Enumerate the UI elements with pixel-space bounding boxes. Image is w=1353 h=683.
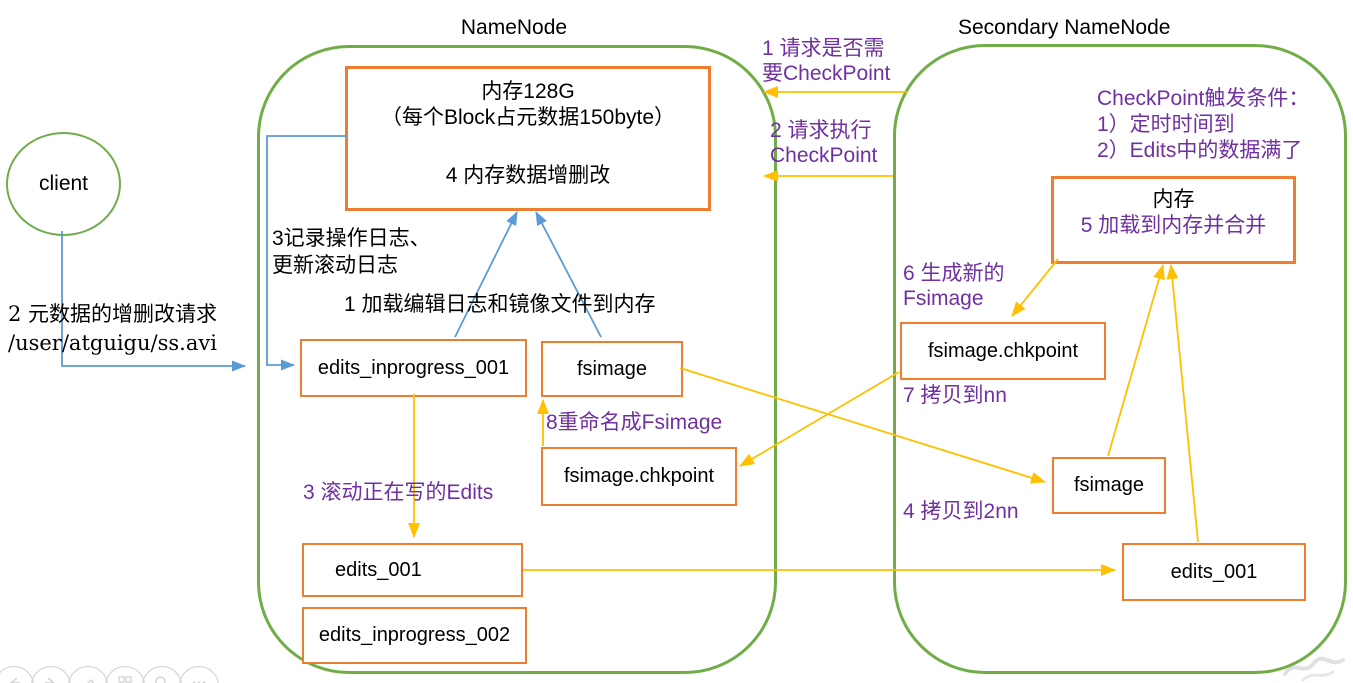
annotation-step2-execute-checkpoint: 2 请求执行 CheckPoint xyxy=(770,119,878,167)
annotation-load-to-memory: 1 加载编辑日志和镜像文件到内存 xyxy=(344,293,656,316)
generate-new-fsimage-arrow xyxy=(1011,258,1059,317)
annotation-record-log: 3记录操作日志、 更新滚动日志 xyxy=(272,227,431,277)
annotation-roll-edits: 3 滚动正在写的Edits xyxy=(303,481,494,504)
client-metadata-request-arrow xyxy=(61,231,246,372)
nn-edits-inprogress-002-box: edits_inprogress_002 xyxy=(302,607,527,664)
nn-fsimage-box: fsimage xyxy=(541,341,683,397)
client-node: client xyxy=(6,132,121,236)
secondary-namenode-title: Secondary NameNode xyxy=(958,16,1171,39)
more-dots-icon xyxy=(192,681,206,683)
annotation-step1-request-checkpoint: 1 请求是否需 要CheckPoint xyxy=(762,37,891,85)
snn-memory-line2: 5 加载到内存并合并 xyxy=(1080,214,1267,237)
nn-memory-line3: 4 内存数据增删改 xyxy=(445,164,611,187)
annotation-checkpoint-conditions: CheckPoint触发条件： 1）定时时间到 2）Edits中的数据满了 xyxy=(1097,87,1310,162)
load-snn-edits-to-memory-arrow xyxy=(1166,264,1199,543)
nn-memory-line2: （每个Block占元数据150byte） xyxy=(380,106,676,129)
zoom-icon xyxy=(155,676,166,683)
annotation-generate-fsimage: 6 生成新的 Fsimage xyxy=(903,262,1005,310)
record-operation-log-arrow xyxy=(266,135,347,371)
prev-arrow-icon xyxy=(9,677,20,683)
annotation-copy-to-nn: 7 拷贝到nn xyxy=(903,384,1007,407)
namenode-title: NameNode xyxy=(460,16,568,39)
nn-memory-line1: 内存128G xyxy=(481,80,575,103)
load-edits-to-memory-arrow xyxy=(454,211,518,338)
next-arrow-icon xyxy=(45,677,56,683)
namenode-container xyxy=(257,45,777,674)
client-label: client xyxy=(38,172,89,195)
annotation-copy-to-2nn: 4 拷贝到2nn xyxy=(903,500,1019,523)
secondary-namenode-container xyxy=(893,44,1347,674)
annotation-metadata-request: 2 元数据的增删改请求 /user/atguigu/ss.avi xyxy=(8,302,218,355)
annotation-rename-fsimage: 8重命名成Fsimage xyxy=(546,411,723,434)
nn-fsimage-chkpoint-box: fsimage.chkpoint xyxy=(541,447,737,506)
pen-icon xyxy=(87,679,94,683)
snn-memory-line1: 内存 xyxy=(1152,188,1195,211)
snn-fsimage-chkpoint-box: fsimage.chkpoint xyxy=(900,322,1106,380)
load-fsimage-to-memory-arrow xyxy=(535,211,602,338)
copy-chkpoint-to-nn-arrow xyxy=(739,371,900,467)
snn-edits-001-box: edits_001 xyxy=(1122,543,1306,601)
copy-fsimage-to-2nn-arrow xyxy=(679,367,1046,484)
watermark-mark xyxy=(1283,656,1345,682)
nn-memory-box: 内存128G （每个Block占元数据150byte） 4 内存数据增删改 xyxy=(345,66,711,211)
all-slides-icon xyxy=(118,676,132,683)
snn-memory-box: 内存 5 加载到内存并合并 xyxy=(1051,176,1296,264)
nn-edits-001-box: edits_001 xyxy=(302,543,523,597)
snn-fsimage-box: fsimage xyxy=(1052,457,1166,514)
load-snn-fsimage-to-memory-arrow xyxy=(1107,264,1165,457)
